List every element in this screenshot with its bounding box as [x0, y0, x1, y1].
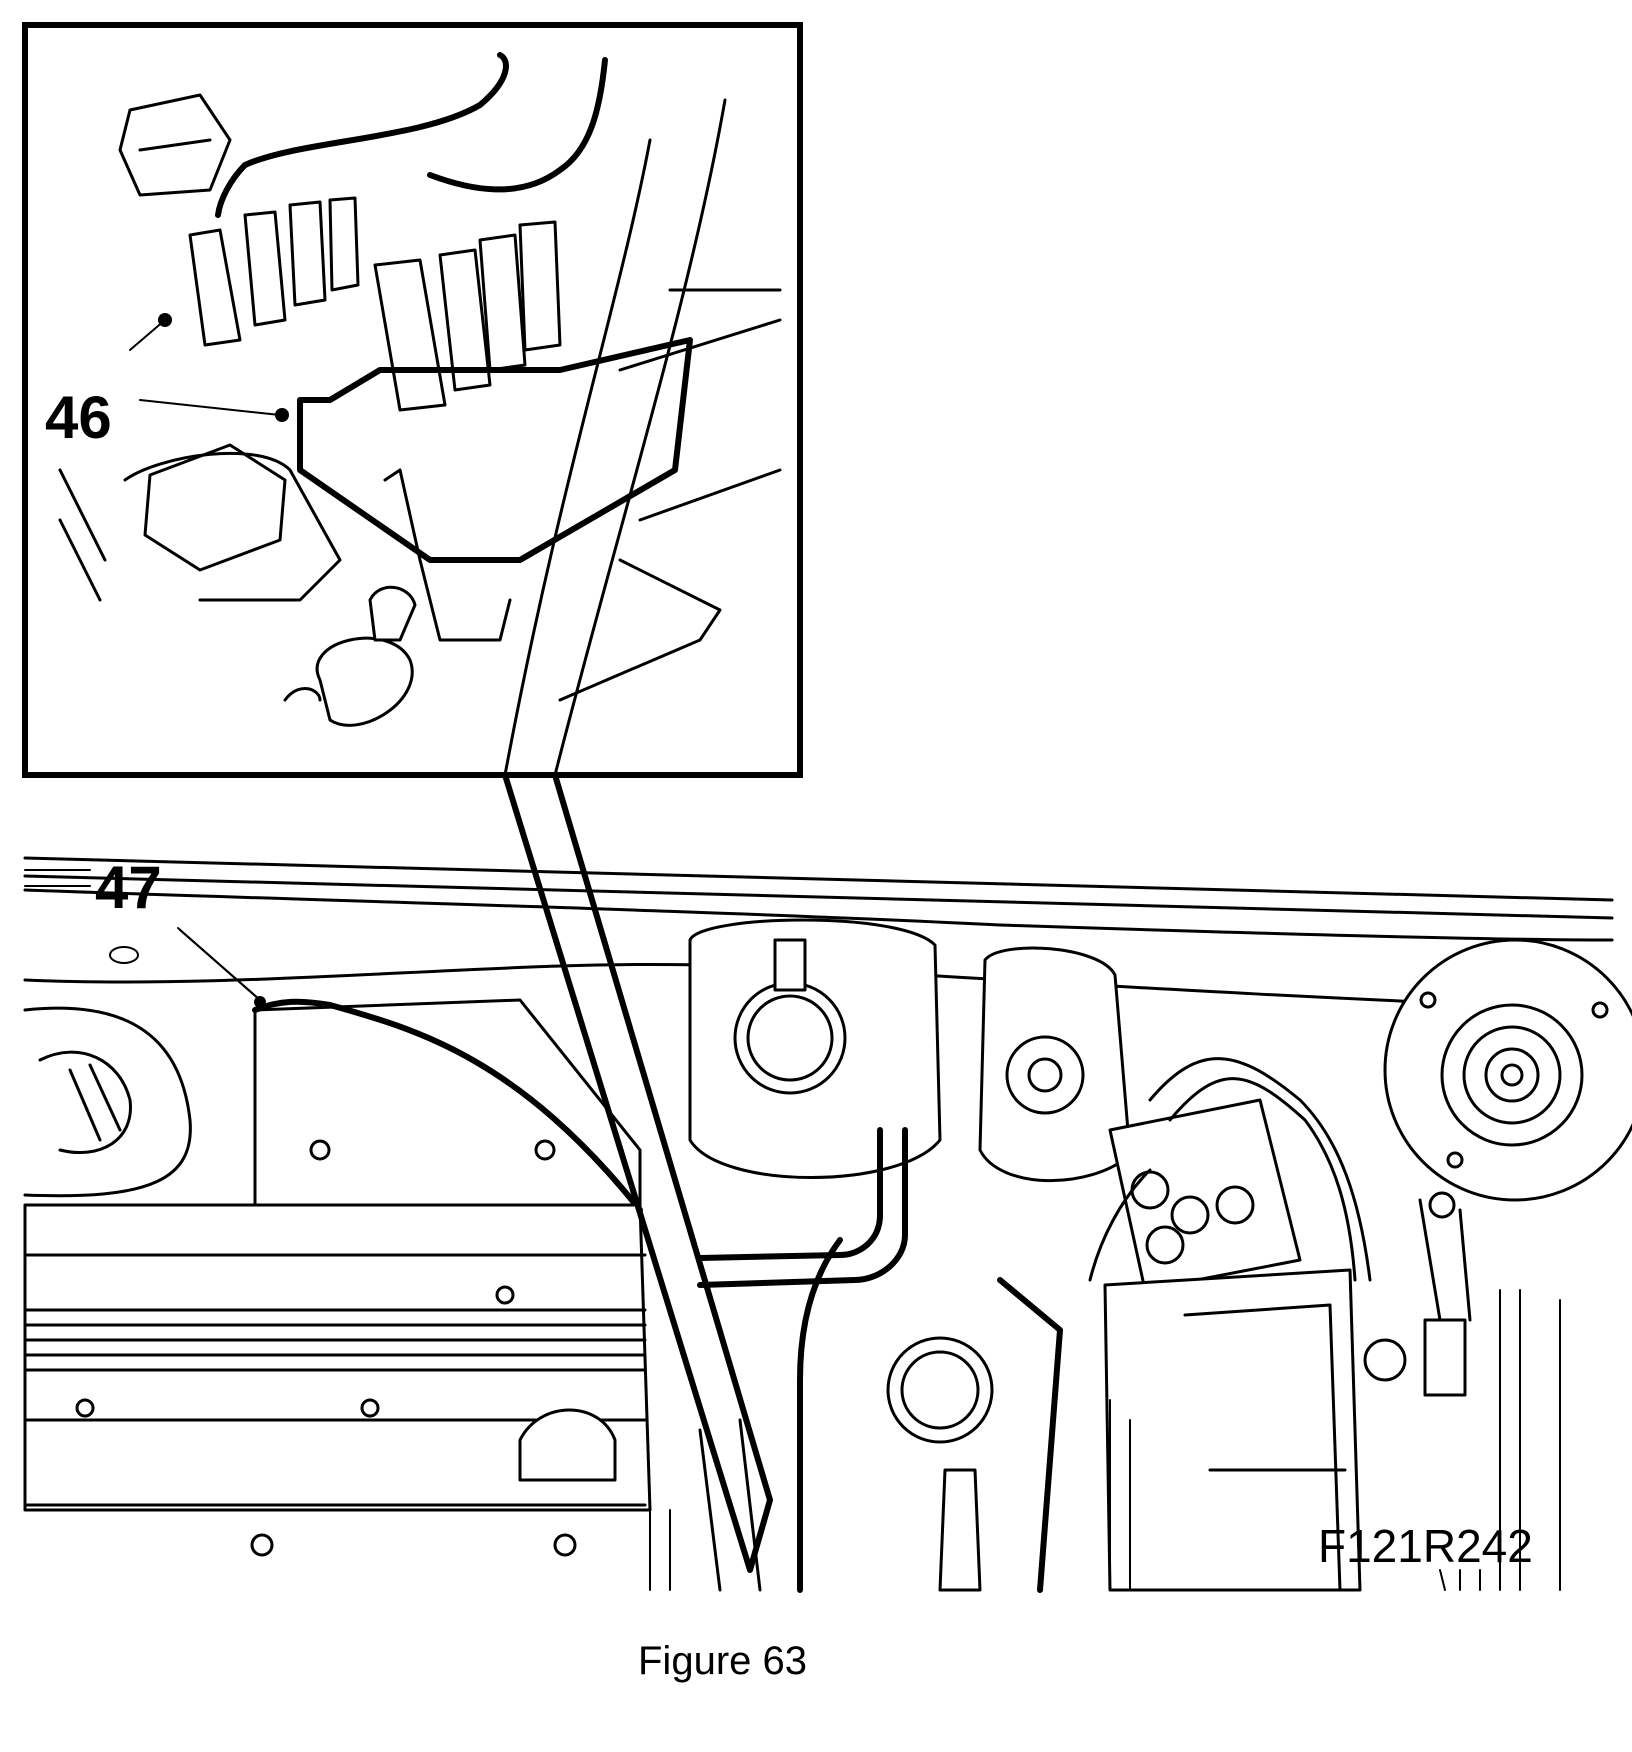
- inset-pointer: [502, 772, 773, 1573]
- right-connector: [1363, 1191, 1472, 1397]
- coolant-reservoir: [688, 918, 942, 1288]
- drawing-code: F121R242: [1318, 1520, 1533, 1572]
- callout-47: 47: [95, 854, 162, 921]
- battery-box: [1103, 1268, 1362, 1592]
- callout-46: 46: [45, 384, 112, 451]
- throttle-body: [698, 1237, 1063, 1593]
- coil-connectors-left: [188, 196, 360, 347]
- abs-unit: [1088, 1057, 1372, 1292]
- intake-manifold: [23, 1203, 652, 1557]
- figure-caption: Figure 63: [638, 1639, 807, 1683]
- inset-detail: [22, 22, 803, 778]
- engine-bay-drawing: [23, 856, 1632, 1593]
- left-headlight: [23, 1006, 192, 1198]
- cam-cover: [252, 998, 643, 1213]
- strut-tower: [1383, 938, 1632, 1202]
- brake-fluid-reservoir: [978, 946, 1132, 1183]
